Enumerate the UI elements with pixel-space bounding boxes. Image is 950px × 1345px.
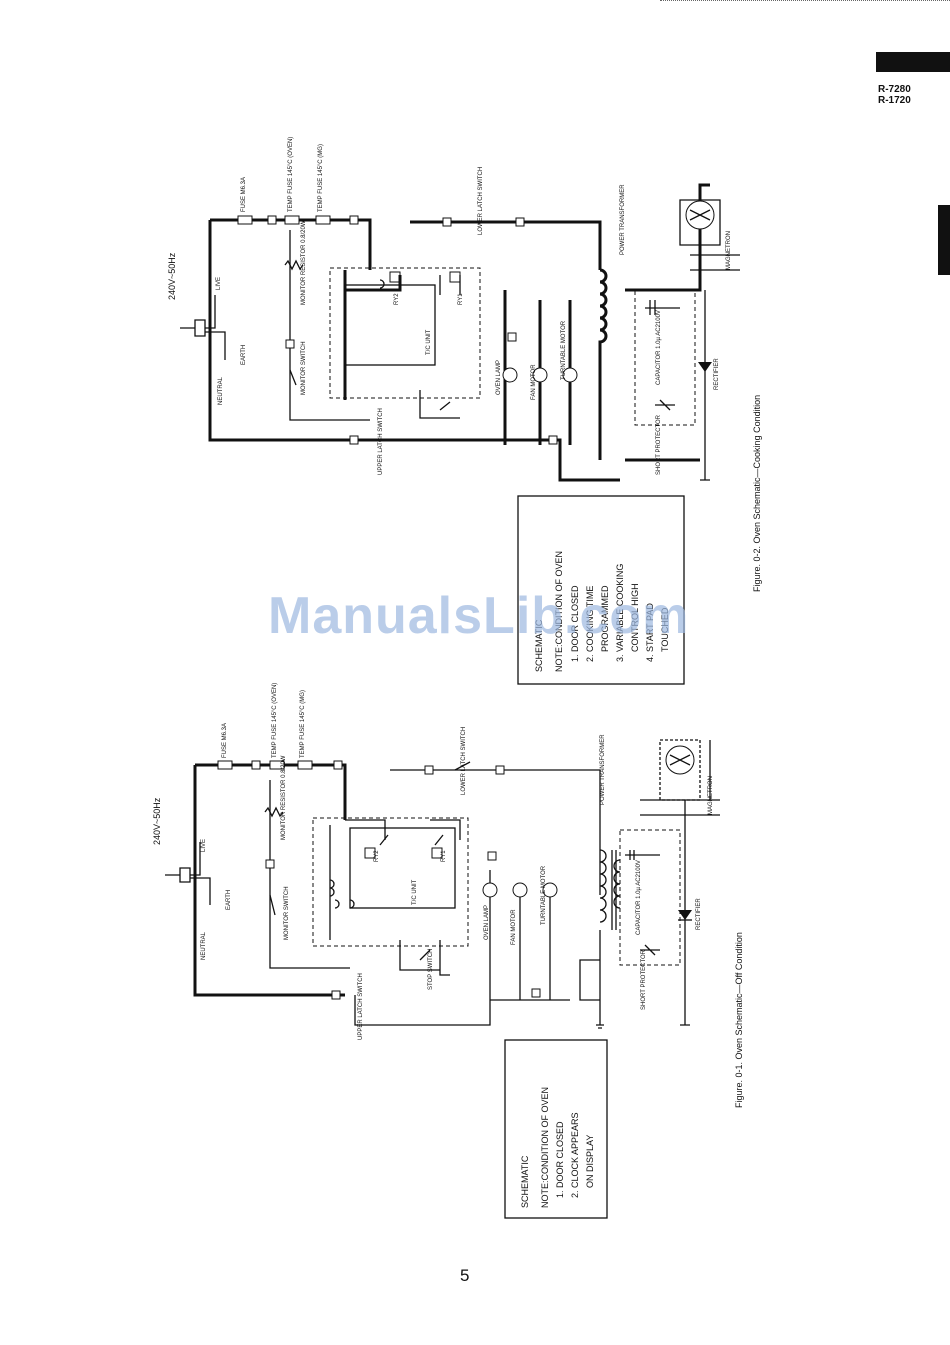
earth-label-2: EARTH <box>241 345 247 365</box>
supply-label: 240V~50Hz <box>152 797 162 845</box>
note2-line-4: 3. VARIABLE COOKING <box>615 564 625 662</box>
turntable-motor-label: TURNTABLE MOTOR <box>541 865 547 925</box>
watermark: ManualsLib.com <box>268 587 690 645</box>
short-protector-label-2: SHORT PROTECTOR <box>656 414 662 475</box>
note1-heading: NOTE:CONDITION OF OVEN <box>540 1087 550 1208</box>
note1-line-3: ON DISPLAY <box>585 1135 595 1188</box>
magnetron-label-2: MAGNETRON <box>726 231 732 270</box>
tc-unit-label-2: T/C UNIT <box>426 329 432 355</box>
turntable-motor-label-2: TURNTABLE MOTOR <box>561 320 567 380</box>
upper-latch-label-2: UPPER LATCH SWITCH <box>378 408 384 475</box>
note2-line-5: CONTROL HIGH <box>630 583 640 652</box>
figure-0-1: STOP SWITCH 240V~50Hz LIVE NEUTRA <box>152 683 744 1219</box>
model-1: R-7280 <box>878 84 911 95</box>
temp-fuse-2-label: TEMP FUSE 145°C (MG) <box>300 690 306 758</box>
ry1-label-2: RY1 <box>458 293 464 305</box>
fuse-label: FUSE M6.3A <box>222 723 228 758</box>
note-box-1 <box>504 1039 608 1219</box>
lower-latch-label: LOWER LATCH SWITCH <box>461 727 467 795</box>
oven-lamp-icon <box>482 882 498 898</box>
fan-motor-label: FAN MOTOR <box>511 909 517 945</box>
earth-label: EARTH <box>226 890 232 910</box>
model-2: R-1720 <box>878 95 911 106</box>
note1-line-1: 1. DOOR CLOSED <box>555 1121 565 1198</box>
note1-line-2: 2. CLOCK APPEARS <box>570 1112 580 1198</box>
note2-line-1: 1. DOOR CLOSED <box>570 585 580 662</box>
figure-0-2: 240V~50Hz LIVE NEUTRAL EARTH FUSE M6.3A … <box>167 137 762 685</box>
note2-line-6: 4. START PAD <box>645 603 655 662</box>
neutral-label: NEUTRAL <box>201 931 207 960</box>
rectifier-label: RECTIFIER <box>696 898 702 930</box>
caption-figure-0-1: Figure. 0-1. Oven Schematic—Off Conditio… <box>734 932 744 1108</box>
ry2-label: RY2 <box>374 850 380 862</box>
rectifier-label-2: RECTIFIER <box>714 358 720 390</box>
page-number: 5 <box>460 1266 470 1285</box>
stop-switch-label: STOP SWITCH <box>428 949 434 990</box>
temp-fuse-1-label-2: TEMP FUSE 145°C (OVEN) <box>288 137 294 212</box>
oven-lamp-label-2: OVEN LAMP <box>496 360 502 395</box>
tc-unit-label: T/C UNIT <box>412 879 418 905</box>
fan-motor-icon-2 <box>532 367 548 383</box>
caption-figure-0-2: Figure. 0-2. Oven Schematic—Cooking Cond… <box>752 395 762 592</box>
note-box-2 <box>517 495 685 685</box>
monitor-resistor-label-2: MONITOR RESISTOR 0.8/20W <box>301 220 307 305</box>
capacitor-label-2: CAPACITOR 1.0µ AC2100V <box>656 310 662 385</box>
note1-title: SCHEMATIC <box>520 1155 530 1208</box>
fuse-label-2: FUSE M6.3A <box>241 177 247 212</box>
fan-motor-label-2: FAN MOTOR <box>531 364 537 400</box>
note2-title: SCHEMATIC <box>534 619 544 672</box>
magnetron-label: MAGNETRON <box>708 776 714 815</box>
temp-fuse-1-label: TEMP FUSE 145°C (OVEN) <box>272 683 278 758</box>
power-transformer-label-2: POWER TRANSFORMER <box>620 184 626 255</box>
top-rule <box>660 0 950 3</box>
monitor-switch-label: MONITOR SWITCH <box>284 886 290 940</box>
note2-line-2: 2. COOKING TIME <box>585 586 595 662</box>
fuse-box <box>217 760 233 770</box>
capacitor-label: CAPACITOR 1.0µ AC2100V <box>636 860 642 935</box>
monitor-resistor-label: MONITOR RESISTOR 0.8/20W <box>281 755 287 840</box>
header-tab <box>876 52 950 72</box>
side-tab <box>938 205 950 275</box>
fan-motor-icon <box>512 882 528 898</box>
note2-line-3: PROGRAMMED <box>600 585 610 652</box>
turntable-motor-icon-2 <box>562 367 578 383</box>
neutral-label-2: NEUTRAL <box>218 376 224 405</box>
ry1-label: RY1 <box>441 850 447 862</box>
monitor-switch-label-2: MONITOR SWITCH <box>301 341 307 395</box>
temp-fuse-2-label-2: TEMP FUSE 145°C (MG) <box>318 144 324 212</box>
note2-heading: NOTE:CONDITION OF OVEN <box>554 551 564 672</box>
upper-latch-label: UPPER LATCH SWITCH <box>358 973 364 1040</box>
model-numbers: R-7280 R-1720 <box>878 84 911 106</box>
supply-label-2: 240V~50Hz <box>167 252 177 300</box>
short-protector-label: SHORT PROTECTOR <box>641 949 647 1010</box>
ry2-label-2: RY2 <box>394 293 400 305</box>
lower-latch-label-2: LOWER LATCH SWITCH <box>478 167 484 235</box>
power-transformer-label: POWER TRANSFORMER <box>600 734 606 805</box>
oven-lamp-icon-2 <box>502 367 518 383</box>
note2-line-7: TOUCHED <box>660 607 670 652</box>
live-label: LIVE <box>201 839 207 852</box>
live-label-2: LIVE <box>216 277 222 290</box>
oven-lamp-label: OVEN LAMP <box>484 905 490 940</box>
